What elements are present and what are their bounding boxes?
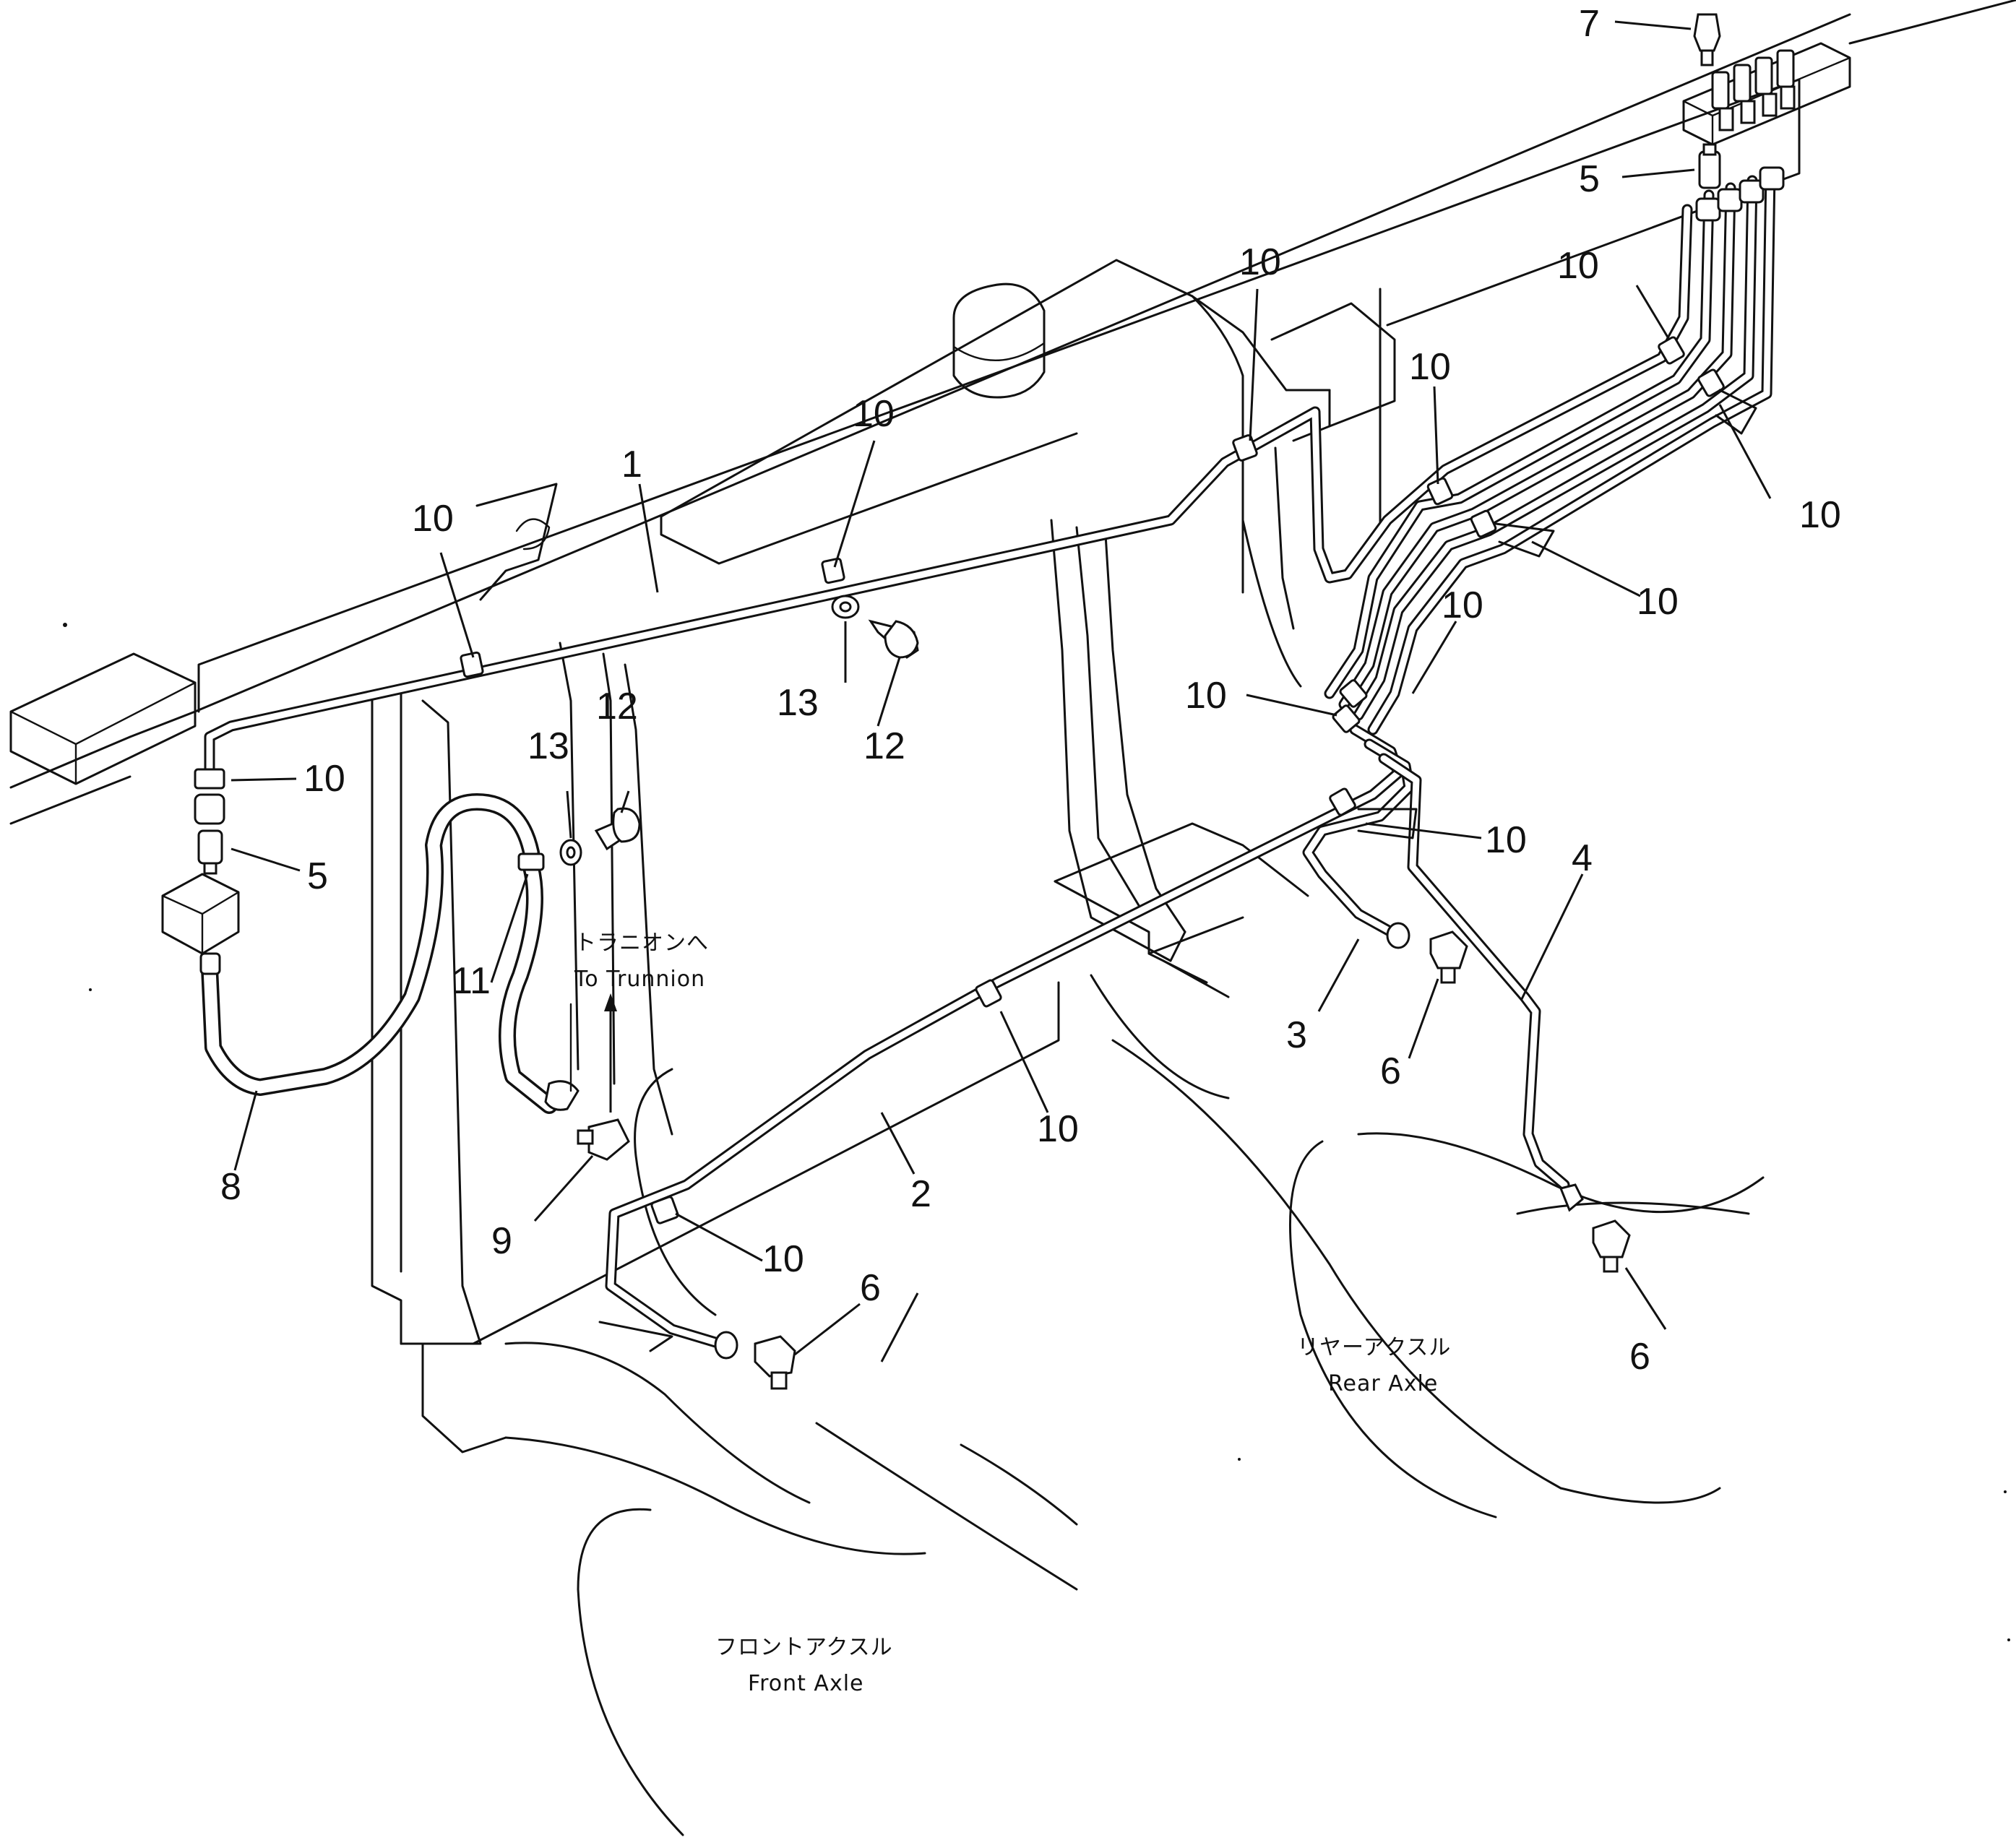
callout-10-bundle: 10 [1442,584,1483,626]
callout-5-left: 5 [307,855,328,897]
callout-12-center: 12 [863,725,905,767]
elbow-6-rear-right [1559,1183,1631,1273]
callout-13-center: 13 [777,682,819,724]
text-labels: トラニオンへ To Trunnion リヤーアクスル Rear Axle フロン… [574,930,1451,1696]
callout-10-right-mid: 10 [1637,581,1679,623]
bolt-12-left [594,807,641,851]
callout-10-right-edge: 10 [1799,494,1841,536]
bundle-fittings [1695,166,1785,222]
label-to-trunnion-en: To Trunnion [574,967,705,992]
callout-5-upper: 5 [1579,158,1600,200]
pipe-4 [1378,753,1570,1191]
label-front-axle-ja: フロントアクスル [715,1635,893,1660]
front-axle-outline [504,1068,1078,1836]
manifold-block [1682,42,1851,146]
pipe-1 [204,204,1693,786]
callout-8: 8 [220,1166,241,1208]
elbow-9 [544,1080,630,1161]
label-rear-axle-en: Rear Axle [1328,1371,1438,1396]
callout-10-left: 10 [412,498,454,540]
left-block [161,873,240,955]
clamps-10 [194,336,1757,1224]
callout-10-left-lower: 10 [303,758,345,800]
callout-6-rear-center: 6 [1380,1050,1401,1092]
frame-outline [9,0,2016,1454]
callout-4: 4 [1572,837,1593,879]
callout-10-bundle-left: 10 [1185,675,1227,717]
grease-fitting-7 [1693,13,1721,66]
adapter-5-upper [1698,143,1721,189]
label-front-axle-en: Front Axle [748,1671,863,1696]
elbow-6-rear-center [1386,922,1468,984]
leader-lines [231,20,1772,1362]
callout-numbers: 7 5 10 10 10 10 10 10 1 10 10 5 10 10 10… [220,3,1841,1378]
callout-7: 7 [1579,3,1600,45]
callout-13-left: 13 [527,725,569,767]
callout-6-rear-right: 6 [1629,1336,1650,1378]
hose-11 [499,852,558,1114]
bolt-12-center [868,619,919,659]
stray-marks [63,623,2010,1641]
callout-10-center: 10 [853,393,895,435]
label-to-trunnion-ja: トラニオンへ [574,930,709,956]
pipe-2 [605,724,1404,1348]
callout-12-left: 12 [596,686,638,727]
adapter-5-left [194,793,225,975]
callout-10-upper-center: 10 [1409,346,1451,388]
label-rear-axle-ja: リヤーアクスル [1297,1335,1451,1360]
callout-10-tank: 10 [1239,241,1281,283]
pipe-bundle [1324,168,1776,735]
hose-8 [201,793,540,1096]
elbow-6-front [714,1331,796,1390]
washer-13-left [559,839,582,866]
callout-9: 9 [491,1220,512,1262]
callout-10-bundle-lower: 10 [1485,819,1527,861]
callout-10-pipe2: 10 [1037,1108,1079,1150]
callout-10-top-right: 10 [1557,245,1599,287]
washer-13-center [831,595,860,619]
callout-10-front: 10 [762,1238,804,1280]
callout-1: 1 [621,444,642,485]
callout-3: 3 [1286,1014,1307,1056]
callout-11: 11 [452,960,491,1002]
callout-6-front: 6 [860,1267,881,1309]
rear-axle-outline [1111,959,1765,1519]
callout-2: 2 [910,1173,931,1215]
